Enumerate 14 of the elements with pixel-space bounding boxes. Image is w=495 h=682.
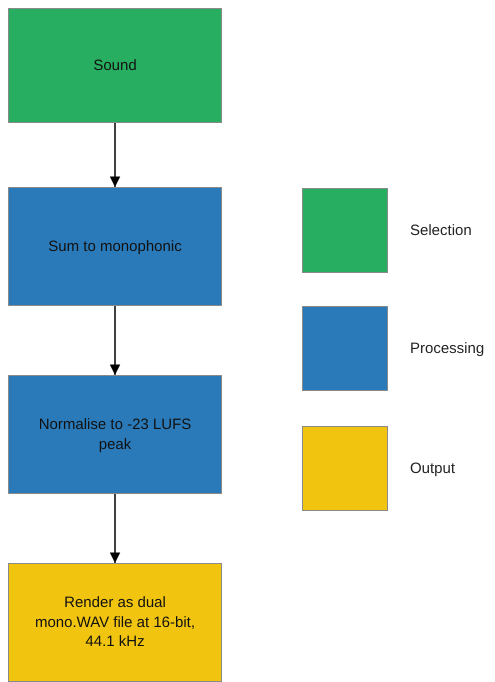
box-text: Sound — [93, 56, 137, 76]
box-text: Normalise to -23 LUFS peak — [38, 415, 192, 454]
arrow — [110, 494, 120, 563]
process-box — [8, 8, 222, 123]
box-text: Sum to monophonic — [48, 236, 182, 256]
process-box — [8, 375, 222, 494]
box-text: Render as dual mono.WAV file at 16-bit, 44.1 kHz — [34, 593, 196, 652]
arrow — [110, 123, 120, 187]
legend-label: Processing — [410, 340, 484, 357]
process-box — [8, 187, 222, 306]
legend-label: Output — [410, 460, 456, 477]
arrow — [110, 306, 120, 375]
legend-label: Selection — [410, 222, 472, 239]
process-box — [8, 563, 222, 682]
